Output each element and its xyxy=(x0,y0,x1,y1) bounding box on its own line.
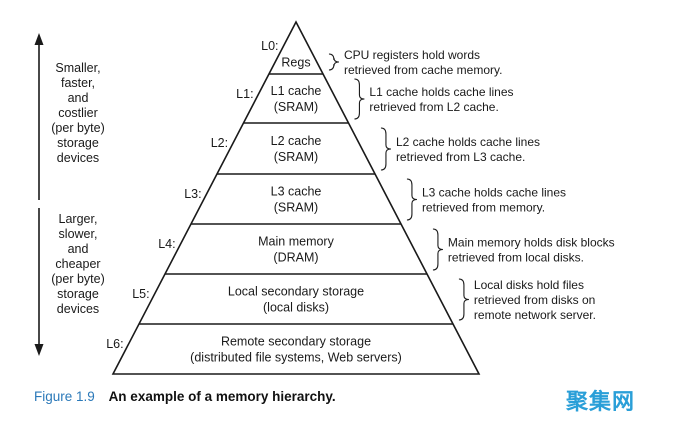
level-4-text: Main memory xyxy=(258,235,334,249)
level-4-text: (DRAM) xyxy=(273,251,318,265)
level-3-brace xyxy=(406,178,417,221)
level-5-note: retrieved from disks on xyxy=(474,293,595,307)
side-label-bottom: Larger, xyxy=(59,212,98,226)
side-label-top: costlier xyxy=(58,106,98,120)
level-1-text: (SRAM) xyxy=(274,100,318,114)
level-5-note: remote network server. xyxy=(474,308,596,322)
side-label-bottom: (per byte) xyxy=(51,272,105,286)
figure-caption: Figure 1.9 An example of a memory hierar… xyxy=(34,389,336,404)
level-4-note: Main memory holds disk blocks xyxy=(448,236,615,250)
level-0-id: L0: xyxy=(261,39,278,53)
level-6-text: (distributed file systems, Web servers) xyxy=(190,351,402,365)
level-2-text: (SRAM) xyxy=(274,150,318,164)
level-0-note: retrieved from cache memory. xyxy=(344,63,503,77)
level-4-note: retrieved from local disks. xyxy=(448,251,584,265)
level-3-note: retrieved from memory. xyxy=(422,201,545,215)
level-1-note: retrieved from L2 cache. xyxy=(369,100,498,114)
level-0-brace xyxy=(328,53,339,71)
level-6-id: L6: xyxy=(106,337,123,351)
side-label-bottom: and xyxy=(68,242,89,256)
watermark-logo: 聚集网 xyxy=(566,390,636,415)
level-3-id: L3: xyxy=(184,187,201,201)
level-2-note: L2 cache holds cache lines xyxy=(396,135,540,149)
side-label-top: devices xyxy=(57,151,99,165)
arrow-up-head xyxy=(34,33,44,45)
side-label-top: faster, xyxy=(61,76,95,90)
figure-title: An example of a memory hierarchy. xyxy=(108,389,336,404)
side-label-top: Smaller, xyxy=(55,61,100,75)
side-label-top: storage xyxy=(57,136,99,150)
side-label-bottom: devices xyxy=(57,302,99,316)
level-4-id: L4: xyxy=(158,237,175,251)
level-2-note: retrieved from L3 cache. xyxy=(396,150,525,164)
level-2-text: L2 cache xyxy=(271,134,322,148)
side-label-bottom: cheaper xyxy=(55,257,100,271)
level-0-note: CPU registers hold words xyxy=(344,48,480,62)
side-label-bottom: slower, xyxy=(59,227,98,241)
level-5-brace xyxy=(458,278,469,321)
level-0-text: Regs xyxy=(281,56,310,70)
side-label-bottom: storage xyxy=(57,287,99,301)
level-5-note: Local disks hold files xyxy=(474,278,584,292)
side-label-top: and xyxy=(68,91,89,105)
level-1-note: L1 cache holds cache lines xyxy=(369,85,513,99)
side-label-top: (per byte) xyxy=(51,121,105,135)
level-3-note: L3 cache holds cache lines xyxy=(422,186,566,200)
level-2-brace xyxy=(380,127,391,171)
level-1-id: L1: xyxy=(236,87,253,101)
figure-number: Figure 1.9 xyxy=(34,389,95,404)
level-1-text: L1 cache xyxy=(271,84,322,98)
level-3-text: (SRAM) xyxy=(274,201,318,215)
level-3-text: L3 cache xyxy=(271,185,322,199)
level-5-text: Local secondary storage xyxy=(228,285,364,299)
level-4-brace xyxy=(432,228,443,271)
level-5-text: (local disks) xyxy=(263,301,329,315)
level-1-brace xyxy=(354,78,365,120)
level-6-text: Remote secondary storage xyxy=(221,335,371,349)
pyramid-outline xyxy=(111,20,481,375)
arrow-down-head xyxy=(34,344,44,356)
level-5-id: L5: xyxy=(132,287,149,301)
level-2-id: L2: xyxy=(211,136,228,150)
